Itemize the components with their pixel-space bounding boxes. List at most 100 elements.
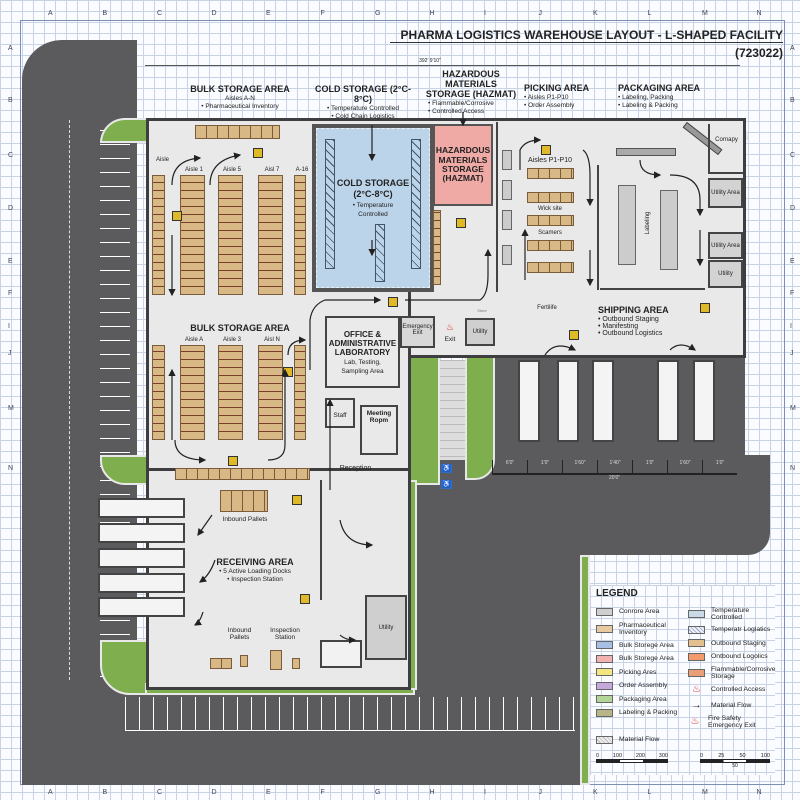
legend-swatch: [596, 624, 613, 633]
receiving-line: • 5 Active Loading Docks: [219, 567, 291, 575]
meeting-label: Meeting Ropm: [366, 410, 392, 424]
parking-stripe: [209, 697, 210, 730]
parking-stripe: [447, 697, 448, 730]
utility-label: Utility: [718, 271, 733, 277]
grid-column-label: C: [157, 789, 163, 796]
grid-row-label: M: [8, 405, 14, 412]
parking-stripe: [100, 214, 130, 215]
legend-item: Labeling & Packing: [596, 706, 686, 720]
parking-stripe: [279, 697, 280, 730]
cold-storage-line: • Temperature: [352, 202, 394, 209]
forklift-icon: [569, 330, 579, 340]
grid-row-label: D: [790, 205, 796, 212]
legend-label: Labeling & Packing: [619, 709, 678, 717]
conveyor: [616, 148, 676, 156]
legend-swatch: [688, 610, 705, 618]
storage-rack: [294, 175, 306, 295]
aisle-label: Aisle 3: [222, 337, 241, 343]
scale-bar-graphic: [700, 759, 770, 763]
aisle-label: A-16: [295, 167, 309, 173]
wick-site-label: Wick site: [538, 206, 562, 212]
parking-stripe: [545, 697, 546, 730]
parking-stripe: [475, 697, 476, 730]
utility-area-room: Utility Area: [708, 232, 743, 259]
utility-room: Utility: [708, 260, 743, 288]
cold-storage-header-title: COLD STORAGE (2°C-8°C): [315, 84, 411, 104]
parking-stripe: [433, 697, 434, 730]
emergency-exit-label: Emergency Exit: [402, 324, 433, 336]
storage-rack: [218, 175, 243, 295]
parking-stripe: [167, 697, 168, 730]
legend-item: Packaging Area: [596, 693, 686, 707]
forklift-icon: [292, 495, 302, 505]
grid-column-label: E: [266, 10, 271, 17]
labeling-bench: [660, 190, 678, 270]
legend-label: Fire Safety Emergency Exit: [708, 714, 756, 729]
legend-swatch: [596, 668, 613, 677]
aisle-label: Aisle 5: [222, 167, 241, 173]
parking-stripe: [517, 697, 518, 730]
parking-stripe: [100, 424, 130, 425]
parking-stripe: [559, 697, 560, 730]
parking-stripe: [100, 368, 130, 369]
parking-stripe: [307, 697, 308, 730]
legend-label: Material Flow: [711, 702, 752, 709]
page-title: PHARMA LOGISTICS WAREHOUSE LAYOUT - L-SH…: [390, 28, 783, 43]
legend-swatch: [596, 708, 613, 717]
truck: [557, 360, 579, 442]
storage-rack: [258, 345, 283, 440]
pallet: [292, 658, 300, 669]
parking-stripe: [100, 172, 130, 173]
parking-stripe: [100, 256, 130, 257]
parking-stripe: [335, 697, 336, 730]
workstation: [502, 210, 512, 230]
wall: [320, 480, 322, 600]
legend-swatch: [596, 735, 613, 744]
grid-row-label: C: [8, 152, 14, 159]
parking-stripe: [153, 697, 154, 730]
storage-rack: [218, 345, 243, 440]
parking-stripe: [100, 158, 130, 159]
pallet: [240, 655, 248, 667]
parking-stripe: [100, 242, 130, 243]
legend-label: Conrore Area: [619, 608, 660, 616]
aisle-label: Aisle A: [184, 337, 204, 343]
overall-dimension-line: [145, 65, 740, 66]
utility-room: Utility: [365, 595, 407, 660]
fire-exit-icon: ♨: [690, 716, 700, 727]
grid-column-label: K: [593, 10, 598, 17]
grid-row-label: B: [8, 97, 13, 104]
legend-label: Bulk Storege Area: [619, 641, 674, 649]
forklift-icon: [456, 218, 466, 228]
legend-swatch: [596, 654, 613, 663]
pallet: [210, 658, 232, 669]
dock-dimension-total: 20'0": [492, 474, 737, 481]
labeling-bench: [618, 185, 636, 265]
parking-stripe: [223, 697, 224, 730]
parking-stripe: [139, 697, 140, 730]
packaging-header-line: • Labeling, Packing: [618, 93, 674, 101]
storage-rack: [258, 175, 283, 295]
legend-label: Order Assembly: [619, 682, 668, 690]
cold-storage-temp: (2°C-8°C): [353, 189, 393, 199]
parking-stripe: [265, 697, 266, 730]
legend-item: Temperature Controlled: [688, 605, 776, 623]
parking-stripe: [293, 697, 294, 730]
grid-row-label: A: [790, 45, 795, 52]
parking-stripe: [100, 284, 130, 285]
scale-bar-graphic: [596, 759, 668, 763]
parking-stripe: [100, 228, 130, 229]
truck: [98, 498, 185, 518]
parking-stripe: [100, 452, 130, 453]
rack-top: [195, 125, 280, 139]
grid-row-label: M: [790, 405, 796, 412]
grid-column-label: N: [756, 789, 762, 796]
grid-row-label: B: [790, 97, 795, 104]
grid-column-label: L: [647, 10, 652, 17]
cornapy-label: Cornapy: [715, 137, 738, 143]
parking-stripe: [363, 697, 364, 730]
legend-label: Material Flow: [619, 736, 660, 743]
